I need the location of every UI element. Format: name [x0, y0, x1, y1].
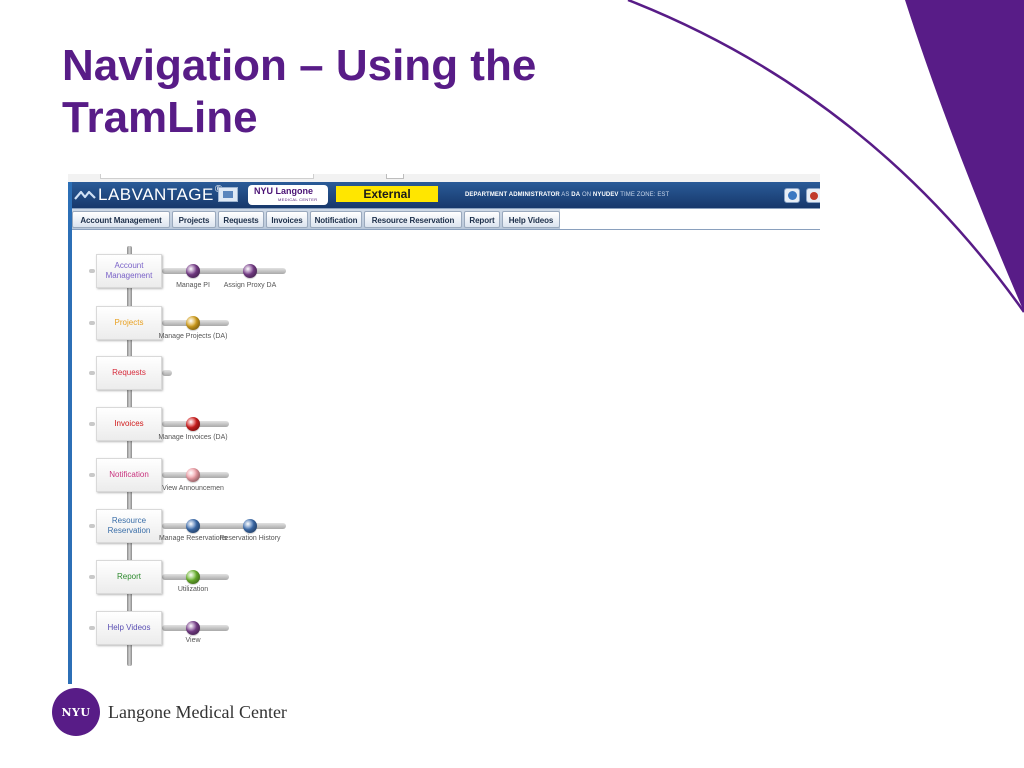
user-info: DEPARTMENT ADMINISTRATOR AS DA ON NYUDEV… [465, 192, 669, 198]
tram-label-assign-proxy-da[interactable]: Assign Proxy DA [223, 282, 277, 289]
menu-item-invoices[interactable]: Invoices [266, 211, 308, 228]
menu-item-report[interactable]: Report [464, 211, 500, 228]
tram-node-label: Account Management [105, 261, 153, 280]
tram-label-manage-pi[interactable]: Manage PI [176, 282, 210, 289]
help-icon[interactable] [784, 188, 800, 203]
main-menu-bar: Account Management Projects Requests Inv… [68, 208, 820, 230]
tram-label-view-announcements[interactable]: View Announcemen [162, 485, 224, 492]
tramline-track [162, 523, 286, 529]
menu-item-requests[interactable]: Requests [218, 211, 264, 228]
environment-badge: External [336, 186, 438, 202]
browser-field [100, 174, 314, 179]
tramline-track [162, 268, 286, 274]
tram-dot-view-videos[interactable] [186, 621, 200, 635]
tramline-stub [89, 524, 95, 528]
tram-dot-manage-pi[interactable] [186, 264, 200, 278]
app-screenshot: LABVANTAGE ® 6 NYU Langone MEDICAL CENTE… [68, 174, 820, 684]
tram-node-label: Requests [112, 368, 146, 377]
tram-label-manage-reservations[interactable]: Manage Reservations [158, 535, 228, 542]
tram-node-notification[interactable]: Notification [96, 458, 162, 492]
tram-label-reservation-history[interactable]: Reservation History [219, 535, 281, 542]
tram-label-view-videos[interactable]: View [185, 637, 201, 644]
tram-label-manage-invoices[interactable]: Manage Invoices (DA) [158, 434, 228, 441]
footer-text: Langone Medical Center [108, 702, 287, 722]
tram-node-requests[interactable]: Requests [96, 356, 162, 390]
badge-subtitle: MEDICAL CENTER [278, 197, 318, 202]
browser-strip [68, 174, 820, 182]
menu-item-projects[interactable]: Projects [172, 211, 216, 228]
badge-name: NYU Langone [254, 186, 314, 196]
app-header: LABVANTAGE ® 6 NYU Langone MEDICAL CENTE… [68, 182, 820, 208]
browser-button [386, 174, 404, 179]
timezone-label: TIME ZONE: [620, 192, 656, 198]
preferences-icon-glyph [810, 191, 818, 200]
tramline-stub [89, 626, 95, 630]
tramline-stub [89, 473, 95, 477]
timezone-value: EST [657, 192, 670, 198]
tram-dot-manage-reservations[interactable] [186, 519, 200, 533]
user-as-value: DA [571, 192, 581, 198]
tram-node-label: Notification [109, 470, 149, 479]
tram-dot-view-announcements[interactable] [186, 468, 200, 482]
tram-node-label: Invoices [114, 419, 144, 428]
tram-node-label: Help Videos [107, 623, 151, 632]
tram-dot-reservation-history[interactable] [243, 519, 257, 533]
menu-item-resource-reservation[interactable]: Resource Reservation [364, 211, 462, 228]
tram-dot-assign-proxy-da[interactable] [243, 264, 257, 278]
tram-label-utilization[interactable]: Utilization [177, 586, 209, 593]
tramline-stub [89, 321, 95, 325]
nyu-langone-badge: NYU Langone MEDICAL CENTER [248, 185, 328, 205]
menu-item-notification[interactable]: Notification [310, 211, 362, 228]
tram-node-invoices[interactable]: Invoices [96, 407, 162, 441]
nyu-logo: NYU [52, 688, 100, 736]
tramline-stub [89, 269, 95, 273]
help-icon-glyph [787, 191, 797, 200]
tram-dot-utilization[interactable] [186, 570, 200, 584]
book-icon[interactable] [218, 187, 238, 202]
tram-node-help-videos[interactable]: Help Videos [96, 611, 162, 645]
screenshot-left-border [68, 182, 72, 684]
tram-node-account-management[interactable]: Account Management [96, 254, 162, 288]
user-role: DEPARTMENT ADMINISTRATOR [465, 192, 560, 198]
slide-title-line1: Navigation – Using the [62, 41, 537, 90]
tramline-stub [89, 371, 95, 375]
tram-node-label: Projects [114, 318, 144, 327]
tram-label-manage-projects[interactable]: Manage Projects (DA) [158, 333, 228, 340]
tram-node-label: Report [116, 572, 141, 581]
menu-bar-blank [560, 209, 820, 229]
tramline-track [162, 370, 172, 376]
tram-node-resource-reservation[interactable]: Resource Reservation [96, 509, 162, 543]
user-on-value: NYUDEV [592, 192, 619, 198]
tram-node-projects[interactable]: Projects [96, 306, 162, 340]
labvantage-wave-icon [74, 190, 96, 200]
tram-dot-manage-invoices[interactable] [186, 417, 200, 431]
nyu-logo-text: NYU [61, 705, 91, 719]
user-on-label: ON [581, 192, 592, 198]
tramline-stub [89, 575, 95, 579]
tram-dot-manage-projects[interactable] [186, 316, 200, 330]
logo-text: LABVANTAGE [98, 185, 214, 204]
tramline-stub [89, 422, 95, 426]
menu-item-account-management[interactable]: Account Management [72, 211, 170, 228]
tram-node-report[interactable]: Report [96, 560, 162, 594]
tramline-spine [127, 246, 132, 666]
user-as-label: AS [561, 192, 570, 198]
menu-item-help-videos[interactable]: Help Videos [502, 211, 560, 228]
slide-title: Navigation – Using the TramLine [62, 40, 682, 144]
app-logo: LABVANTAGE ® 6 [74, 184, 235, 205]
preferences-icon[interactable] [806, 188, 820, 203]
tram-node-label: Resource Reservation [107, 516, 151, 535]
slide-title-line2: TramLine [62, 93, 258, 142]
